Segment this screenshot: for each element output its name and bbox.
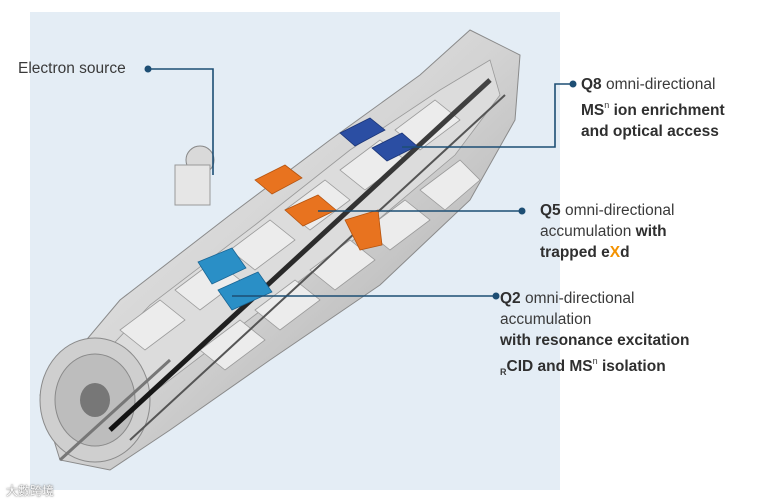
- watermark: 大數跨境: [6, 484, 55, 498]
- q5-electrodes: [254, 164, 383, 251]
- callout-dots: [144, 65, 577, 300]
- q8-label: Q8 omni-directional MSn ion enrichment a…: [581, 76, 725, 140]
- electron-source-label: Electron source: [18, 60, 126, 77]
- q8-electrodes: [339, 117, 418, 162]
- q2-label: Q2 omni-directional accumulation with re…: [500, 290, 690, 377]
- callout-lines: [148, 68, 573, 297]
- q5-label: Q5 omni-directional accumulation with tr…: [540, 202, 675, 261]
- q2-electrodes: [197, 247, 273, 311]
- device-body: [39, 29, 521, 471]
